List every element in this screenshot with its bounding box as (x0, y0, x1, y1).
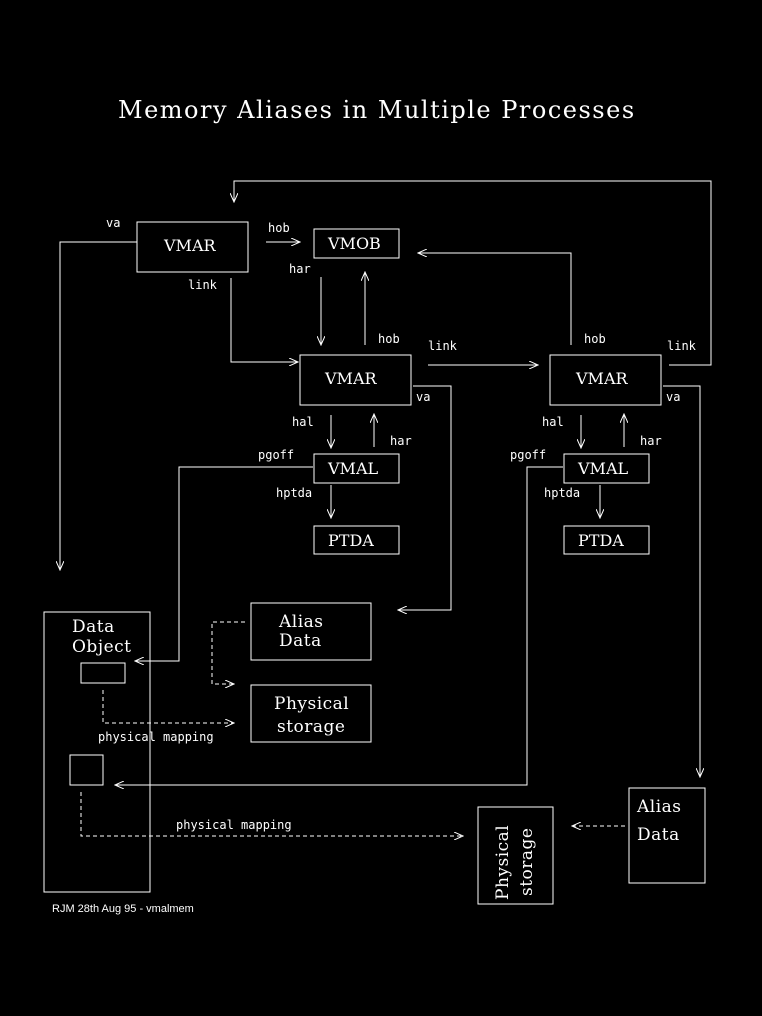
label-har-vmob: har (289, 262, 311, 276)
vmar-top-label: VMAR (163, 236, 216, 255)
link-top-to-mid-arrow (230, 278, 298, 362)
data-object-region-2 (69, 754, 104, 786)
vmar-top-node: VMAR (136, 221, 249, 273)
vmal-mid-node: VMAL (313, 453, 400, 484)
credit-line: RJM 28th Aug 95 - vmalmem (52, 903, 194, 915)
diagram-title: Memory Aliases in Multiple Processes (118, 96, 636, 124)
physical-storage-right-node: Physical storage (477, 806, 554, 905)
physical-storage-right-label-line1: Physical (493, 825, 513, 900)
label-physical-mapping-2: physical mapping (176, 818, 292, 832)
data-object-node: Data Object (43, 611, 151, 893)
physical-storage-mid-label-line2: storage (277, 717, 346, 737)
label-hptda-right: hptda (544, 486, 580, 500)
physical-mapping-2-dashed-arrow (80, 792, 463, 836)
ptda-mid-label: PTDA (328, 531, 374, 550)
vmob-node: VMOB (313, 228, 400, 259)
data-object-region-1 (80, 662, 126, 684)
alias-data-mid-node: Alias Data (250, 602, 372, 661)
label-har-mid: har (390, 434, 412, 448)
label-hal-right: hal (542, 415, 564, 429)
vmal-right-label: VMAL (577, 459, 628, 478)
data-object-label-line2: Object (72, 637, 132, 657)
link-right-to-top-arrow (234, 180, 712, 366)
alias-mid-to-storage-dashed-arrow (211, 621, 245, 684)
ptda-right-node: PTDA (563, 525, 650, 555)
label-link-mid: link (428, 339, 458, 353)
label-hob-top: hob (268, 221, 290, 235)
alias-data-right-label-line1: Alias (636, 797, 682, 817)
hob-right-to-vmob-arrow (418, 253, 572, 345)
label-hob-right: hob (584, 332, 606, 346)
pgoff-mid-arrow (135, 466, 313, 661)
ptda-right-label: PTDA (578, 531, 624, 550)
label-va-right: va (666, 390, 680, 404)
physical-storage-right-label-line2: storage (517, 828, 537, 897)
vmar-mid-node: VMAR (299, 354, 412, 406)
label-hob-mid: hob (378, 332, 400, 346)
label-pgoff-right: pgoff (510, 448, 546, 462)
label-har-right: har (640, 434, 662, 448)
label-va-mid: va (416, 390, 430, 404)
physical-storage-mid-node: Physical storage (250, 684, 372, 743)
vmar-right-label: VMAR (575, 369, 628, 388)
vmar-mid-label: VMAR (324, 369, 377, 388)
alias-data-right-node: Alias Data (628, 787, 706, 884)
vmar-right-node: VMAR (549, 354, 662, 406)
ptda-mid-node: PTDA (313, 525, 400, 555)
va-right-to-alias-data-arrow (663, 385, 700, 777)
alias-data-mid-label-line1: Alias (278, 612, 324, 632)
physical-mapping-1-dashed-arrow (102, 690, 234, 723)
vmal-mid-label: VMAL (327, 459, 378, 478)
pgoff-right-arrow (115, 466, 563, 785)
label-hptda-mid: hptda (276, 486, 312, 500)
label-link-top: link (188, 278, 218, 292)
vmal-right-node: VMAL (563, 453, 650, 484)
physical-storage-mid-label-line1: Physical (274, 694, 349, 714)
data-object-label-line1: Data (72, 617, 115, 637)
alias-data-right-label-line2: Data (637, 825, 680, 845)
label-hal-mid: hal (292, 415, 314, 429)
alias-data-mid-label-line2: Data (279, 631, 322, 651)
va-top-to-data-object-arrow (60, 241, 137, 570)
vmob-label: VMOB (327, 234, 381, 253)
label-va-top: va (106, 216, 120, 230)
label-physical-mapping-1: physical mapping (98, 730, 214, 744)
label-link-right: link (667, 339, 697, 353)
label-pgoff-mid: pgoff (258, 448, 294, 462)
va-mid-to-alias-data-arrow (398, 385, 452, 610)
